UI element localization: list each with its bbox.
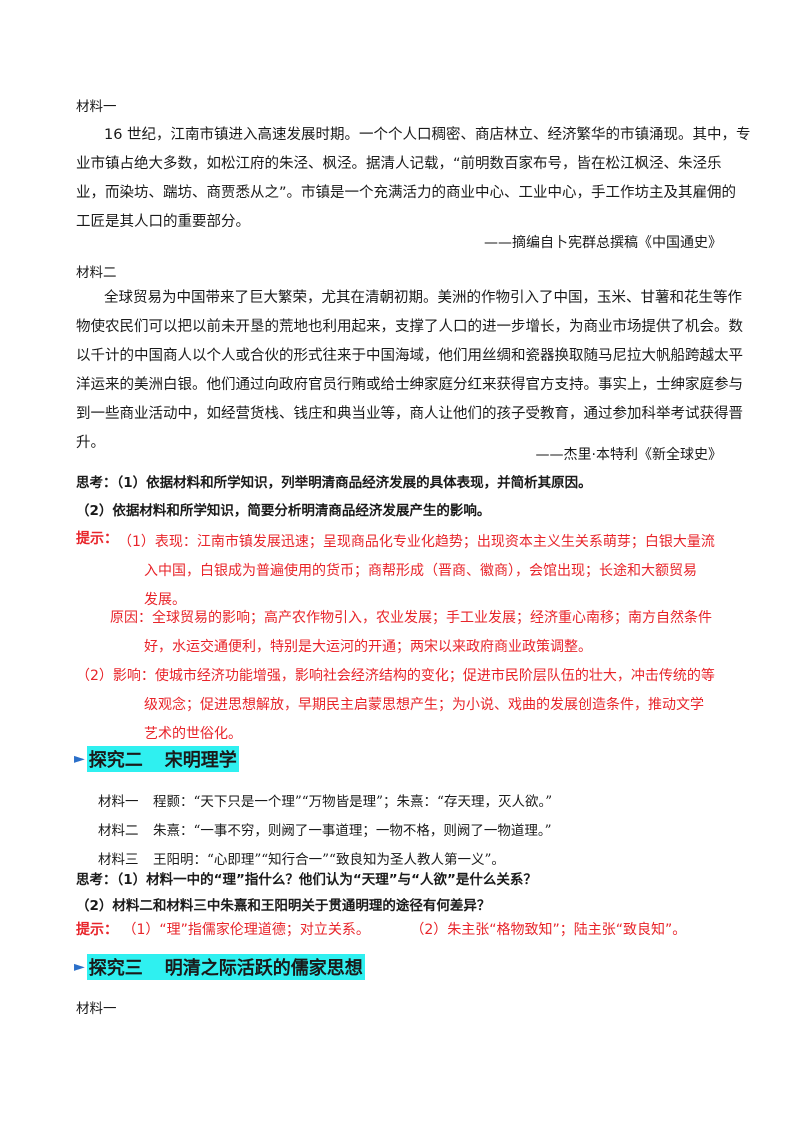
- material-row: 材料三 王阳明：“心即理”“知行合一”“致良知为圣人教人第一义”。: [98, 846, 552, 875]
- triangle-right-icon: ►: [74, 959, 85, 975]
- material-row-label: 材料三: [98, 852, 139, 868]
- hint-impact: （2）影响：使城市经济功能增强，影响社会经济结构的变化；促进市民阶层队伍的壮大，…: [76, 662, 715, 749]
- material-row-text: 王阳明：“心即理”“知行合一”“致良知为圣人教人第一义”。: [152, 852, 505, 868]
- think-question-1: 思考：（1）依据材料和所学知识，列举明清商品经济发展的具体表现，并简析其原因。: [76, 475, 592, 491]
- material-2-text: 全球贸易为中国带来了巨大繁荣，尤其在清朝初期。美洲的作物引入了中国，玉米、甘薯和…: [76, 284, 743, 458]
- hint-performance: （1）表现：江南市镇发展迅速；呈现商品化专业化趋势；出现资本主义生关系萌芽；白银…: [118, 528, 715, 615]
- text-line: 级观念；促进思想解放，早期民主启蒙思想产生；为小说、戏曲的发展创造条件，推动文学: [144, 697, 704, 713]
- think-question-4: （2）材料二和材料三中朱熹和王阳明关于贯通明理的途径有何差异？: [76, 898, 491, 914]
- material-1-source: ——摘编自卜宪群总撰稿《中国通史》: [484, 235, 722, 251]
- section-title-highlight: 探究二 宋明理学: [86, 746, 239, 772]
- hint-label: 提示：: [76, 531, 118, 547]
- hint-2-row: 提示： （1）“理”指儒家伦理道德；对立关系。 （2）朱主张“格物致知”；陆主张…: [76, 919, 686, 939]
- section-heading-3: ► 探究三 明清之际活跃的儒家思想: [74, 954, 365, 980]
- hint-reasons: 原因：全球贸易的影响；高产农作物引入，农业发展；手工业发展；经济重心南移；南方自…: [110, 604, 712, 662]
- section-title-highlight: 探究三 明清之际活跃的儒家思想: [86, 954, 365, 980]
- material-row: 材料二 朱熹：“一事不穷，则阙了一事道理；一物不格，则阙了一物道理。”: [98, 817, 552, 846]
- material-row-text: 程颢：“天下只是一个理”“万物皆是理”；朱熹：“存天理，灭人欲。”: [152, 794, 553, 810]
- hint-answer-1: （1）“理”指儒家伦理道德；对立关系。: [122, 922, 370, 938]
- material-2-label: 材料二: [76, 265, 117, 281]
- hint-label: 提示：: [76, 922, 118, 938]
- text-line: 工匠是其人口的重要部分。: [76, 214, 250, 230]
- think-question-3: 思考：（1）材料一中的“理”指什么？他们认为“天理”与“人欲”是什么关系？: [76, 872, 537, 888]
- material-2-source: ——杰里·本特利《新全球史》: [535, 447, 722, 463]
- section-number: 探究三: [88, 958, 143, 979]
- material-row-text: 朱熹：“一事不穷，则阙了一事道理；一物不格，则阙了一物道理。”: [152, 823, 552, 839]
- think-question-2: （2）依据材料和所学知识，简要分析明清商品经济发展产生的影响。: [76, 503, 491, 519]
- text-line: 发展。: [144, 592, 186, 608]
- text-line: 洋运来的美洲白银。他们通过向政府官员行贿或给士绅家庭分红来获得官方支持。事实上，…: [76, 377, 743, 393]
- text-line: 到一些商业活动中，如经营货栈、钱庄和典当业等，商人让他们的孩子受教育，通过参加科…: [76, 406, 743, 422]
- text-line: （2）影响：使城市经济功能增强，影响社会经济结构的变化；促进市民阶层队伍的壮大，…: [76, 668, 715, 684]
- material-row: 材料一 程颢：“天下只是一个理”“万物皆是理”；朱熹：“存天理，灭人欲。”: [98, 788, 552, 817]
- text-line: 业市镇占绝大多数，如松江府的朱泾、枫泾。据清人记载，“前明数百家布号，皆在松江枫…: [76, 156, 722, 172]
- material-1-text: 16 世纪，江南市镇进入高速发展时期。一个个人口稠密、商店林立、经济繁华的市镇涌…: [76, 121, 751, 237]
- text-line: 物使农民们可以把以前未开垦的荒地也利用起来，支撑了人口的进一步增长，为商业市场提…: [76, 319, 743, 335]
- text-line: 16 世纪，江南市镇进入高速发展时期。一个个人口稠密、商店林立、经济繁华的市镇涌…: [104, 127, 751, 143]
- section-heading-2: ► 探究二 宋明理学: [74, 746, 239, 772]
- triangle-right-icon: ►: [74, 751, 85, 767]
- material-row-label: 材料二: [98, 823, 139, 839]
- material-row-label: 材料一: [98, 794, 139, 810]
- material-c-label: 材料一: [76, 1001, 117, 1017]
- text-line: 全球贸易为中国带来了巨大繁荣，尤其在清朝初期。美洲的作物引入了中国，玉米、甘薯和…: [104, 290, 742, 306]
- text-line: 艺术的世俗化。: [144, 726, 242, 742]
- text-line: （1）表现：江南市镇发展迅速；呈现商品化专业化趋势；出现资本主义生关系萌芽；白银…: [118, 534, 715, 550]
- text-line: 入中国，白银成为普遍使用的货币；商帮形成（晋商、徽商），会馆出现；长途和大额贸易: [144, 563, 697, 579]
- section-title: 明清之际活跃的儒家思想: [164, 958, 363, 979]
- section-number: 探究二: [88, 750, 143, 771]
- text-line: 原因：全球贸易的影响；高产农作物引入，农业发展；手工业发展；经济重心南移；南方自…: [110, 610, 712, 626]
- text-line: 好，水运交通便利，特别是大运河的开通；两宋以来政府商业政策调整。: [144, 639, 592, 655]
- hint-answer-2: （2）朱主张“格物致知”；陆主张“致良知”。: [410, 922, 687, 938]
- materials-list: 材料一 程颢：“天下只是一个理”“万物皆是理”；朱熹：“存天理，灭人欲。” 材料…: [98, 788, 552, 875]
- section-title: 宋明理学: [164, 750, 237, 771]
- text-line: 升。: [76, 435, 105, 451]
- text-line: 业，而染坊、踹坊、商贾悉从之”。市镇是一个充满活力的商业中心、工业中心，手工作坊…: [76, 185, 737, 201]
- material-1-label: 材料一: [76, 99, 117, 115]
- text-line: 以千计的中国商人以个人或合伙的形式往来于中国海域，他们用丝绸和瓷器换取随马尼拉大…: [76, 348, 743, 364]
